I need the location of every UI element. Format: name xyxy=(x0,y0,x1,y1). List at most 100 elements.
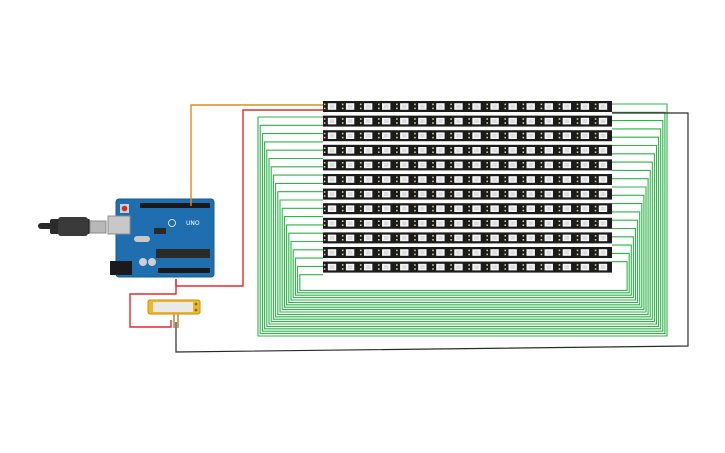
led-pad xyxy=(576,162,579,164)
led-pad xyxy=(486,239,488,241)
led-strip[interactable] xyxy=(323,203,612,215)
led-strip[interactable] xyxy=(323,232,612,244)
chain-wires xyxy=(257,103,668,337)
led-pad xyxy=(341,268,344,270)
led-pad xyxy=(414,268,416,270)
led-strip[interactable] xyxy=(323,247,612,258)
led-pad xyxy=(359,235,362,237)
chain-wire[interactable] xyxy=(288,219,639,303)
chain-wire[interactable] xyxy=(272,161,653,320)
chain-wire[interactable] xyxy=(297,252,630,294)
led-pad xyxy=(486,136,488,139)
led-pixel-lens xyxy=(510,236,515,240)
led-pad xyxy=(359,103,362,106)
chain-wire[interactable] xyxy=(292,236,634,299)
led-pad xyxy=(558,253,561,256)
chain-wire[interactable] xyxy=(257,103,668,337)
led-strip[interactable] xyxy=(323,188,612,200)
led-strip[interactable] xyxy=(323,261,612,273)
led-pad xyxy=(414,239,416,241)
led-pad xyxy=(522,107,525,110)
led-pad xyxy=(522,195,525,197)
led-pad xyxy=(432,151,434,153)
led-pad xyxy=(504,191,507,193)
chain-wire[interactable] xyxy=(299,261,628,291)
led-pixel-lens xyxy=(546,206,551,211)
chain-wire[interactable] xyxy=(268,144,658,325)
led-pad xyxy=(522,205,525,208)
arduino-uno-board[interactable]: UNO xyxy=(107,198,215,278)
led-strip[interactable] xyxy=(323,101,612,112)
led-pad xyxy=(359,132,362,135)
led-pixel-lens xyxy=(510,192,515,196)
led-pad xyxy=(396,151,398,153)
led-pixel-lens xyxy=(564,206,570,211)
led-pad xyxy=(432,118,434,120)
led-pixel-lens xyxy=(384,119,389,123)
led-pixel-lens xyxy=(474,265,479,269)
led-strip[interactable] xyxy=(323,159,612,171)
led-pad xyxy=(594,253,597,256)
led-pad xyxy=(576,118,579,120)
chain-wire[interactable] xyxy=(277,178,649,315)
led-pad xyxy=(504,180,507,183)
led-pad xyxy=(323,220,326,222)
led-strip-body xyxy=(323,159,612,171)
led-pad xyxy=(540,235,543,237)
chain-wire[interactable] xyxy=(270,153,655,323)
led-pixel-lens xyxy=(402,206,407,211)
usb-cable[interactable] xyxy=(38,217,107,236)
led-pad xyxy=(594,209,597,212)
chain-wire[interactable] xyxy=(261,120,664,332)
led-pad xyxy=(323,180,326,183)
led-pad xyxy=(576,235,579,237)
led-pixel-lens xyxy=(384,177,389,182)
led-pixel-lens xyxy=(402,163,407,167)
led-pad xyxy=(540,136,543,139)
led-pad xyxy=(468,191,470,193)
led-pad xyxy=(359,224,362,226)
capacitor-2 xyxy=(148,258,156,266)
chain-wire[interactable] xyxy=(281,194,645,311)
led-pad xyxy=(486,235,488,237)
usb-connector xyxy=(89,220,107,234)
led-strip[interactable] xyxy=(323,217,612,229)
led-strip[interactable] xyxy=(323,115,612,127)
chain-wire[interactable] xyxy=(290,227,637,301)
chain-wire[interactable] xyxy=(279,186,647,313)
led-pixel-lens xyxy=(600,192,606,196)
power-wire-psu[interactable] xyxy=(129,279,177,328)
led-pixel-lens xyxy=(546,221,551,226)
power-supply-module[interactable] xyxy=(147,299,201,328)
led-pad xyxy=(432,239,434,241)
led-pixel-lens xyxy=(456,148,461,153)
led-pixel-lens xyxy=(402,148,407,153)
led-pad xyxy=(468,195,470,197)
chain-wire[interactable] xyxy=(286,211,641,306)
chain-wire[interactable] xyxy=(294,244,632,296)
led-pad xyxy=(594,118,597,120)
led-strip[interactable] xyxy=(323,174,612,185)
led-pixel-lens xyxy=(474,177,479,182)
led-pad xyxy=(414,176,416,179)
chain-wire[interactable] xyxy=(264,128,662,330)
led-pad xyxy=(432,180,434,183)
ground-wire[interactable] xyxy=(175,112,689,353)
chain-wire[interactable] xyxy=(283,203,643,308)
led-pixel-lens xyxy=(546,163,551,167)
led-strip[interactable] xyxy=(323,144,612,156)
led-pad xyxy=(359,107,362,110)
chain-wire[interactable] xyxy=(266,136,660,327)
data-wire[interactable] xyxy=(190,104,323,206)
led-pad xyxy=(341,191,344,193)
led-pad xyxy=(540,224,543,226)
led-strip[interactable] xyxy=(323,130,612,142)
led-pixel-lens xyxy=(438,236,443,240)
led-pad xyxy=(414,235,416,237)
led-pad xyxy=(450,220,452,222)
led-pad xyxy=(359,147,362,149)
led-pad xyxy=(323,224,326,226)
chain-wire[interactable] xyxy=(259,111,666,335)
led-pad xyxy=(450,249,452,252)
chain-wire[interactable] xyxy=(275,169,651,318)
